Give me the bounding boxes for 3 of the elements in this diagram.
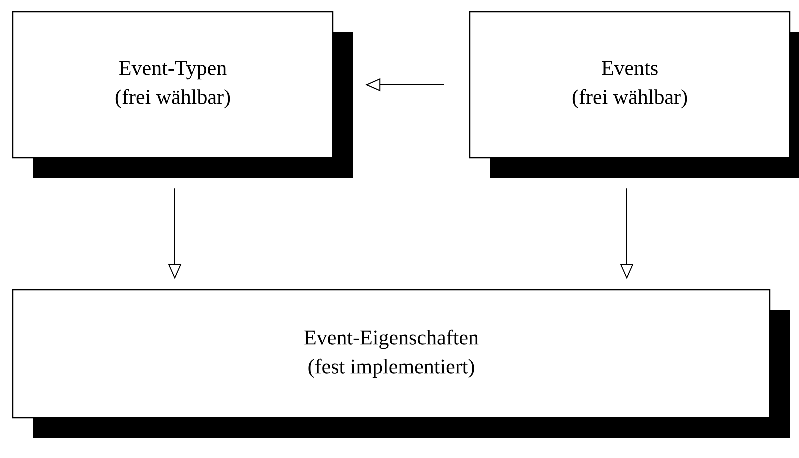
process-box: Event-Eigenschaften (fest implementiert): [12, 289, 790, 438]
process-box: Events (frei wählbar): [469, 11, 799, 178]
process-box: Event-Typen (frei wählbar): [12, 11, 353, 178]
